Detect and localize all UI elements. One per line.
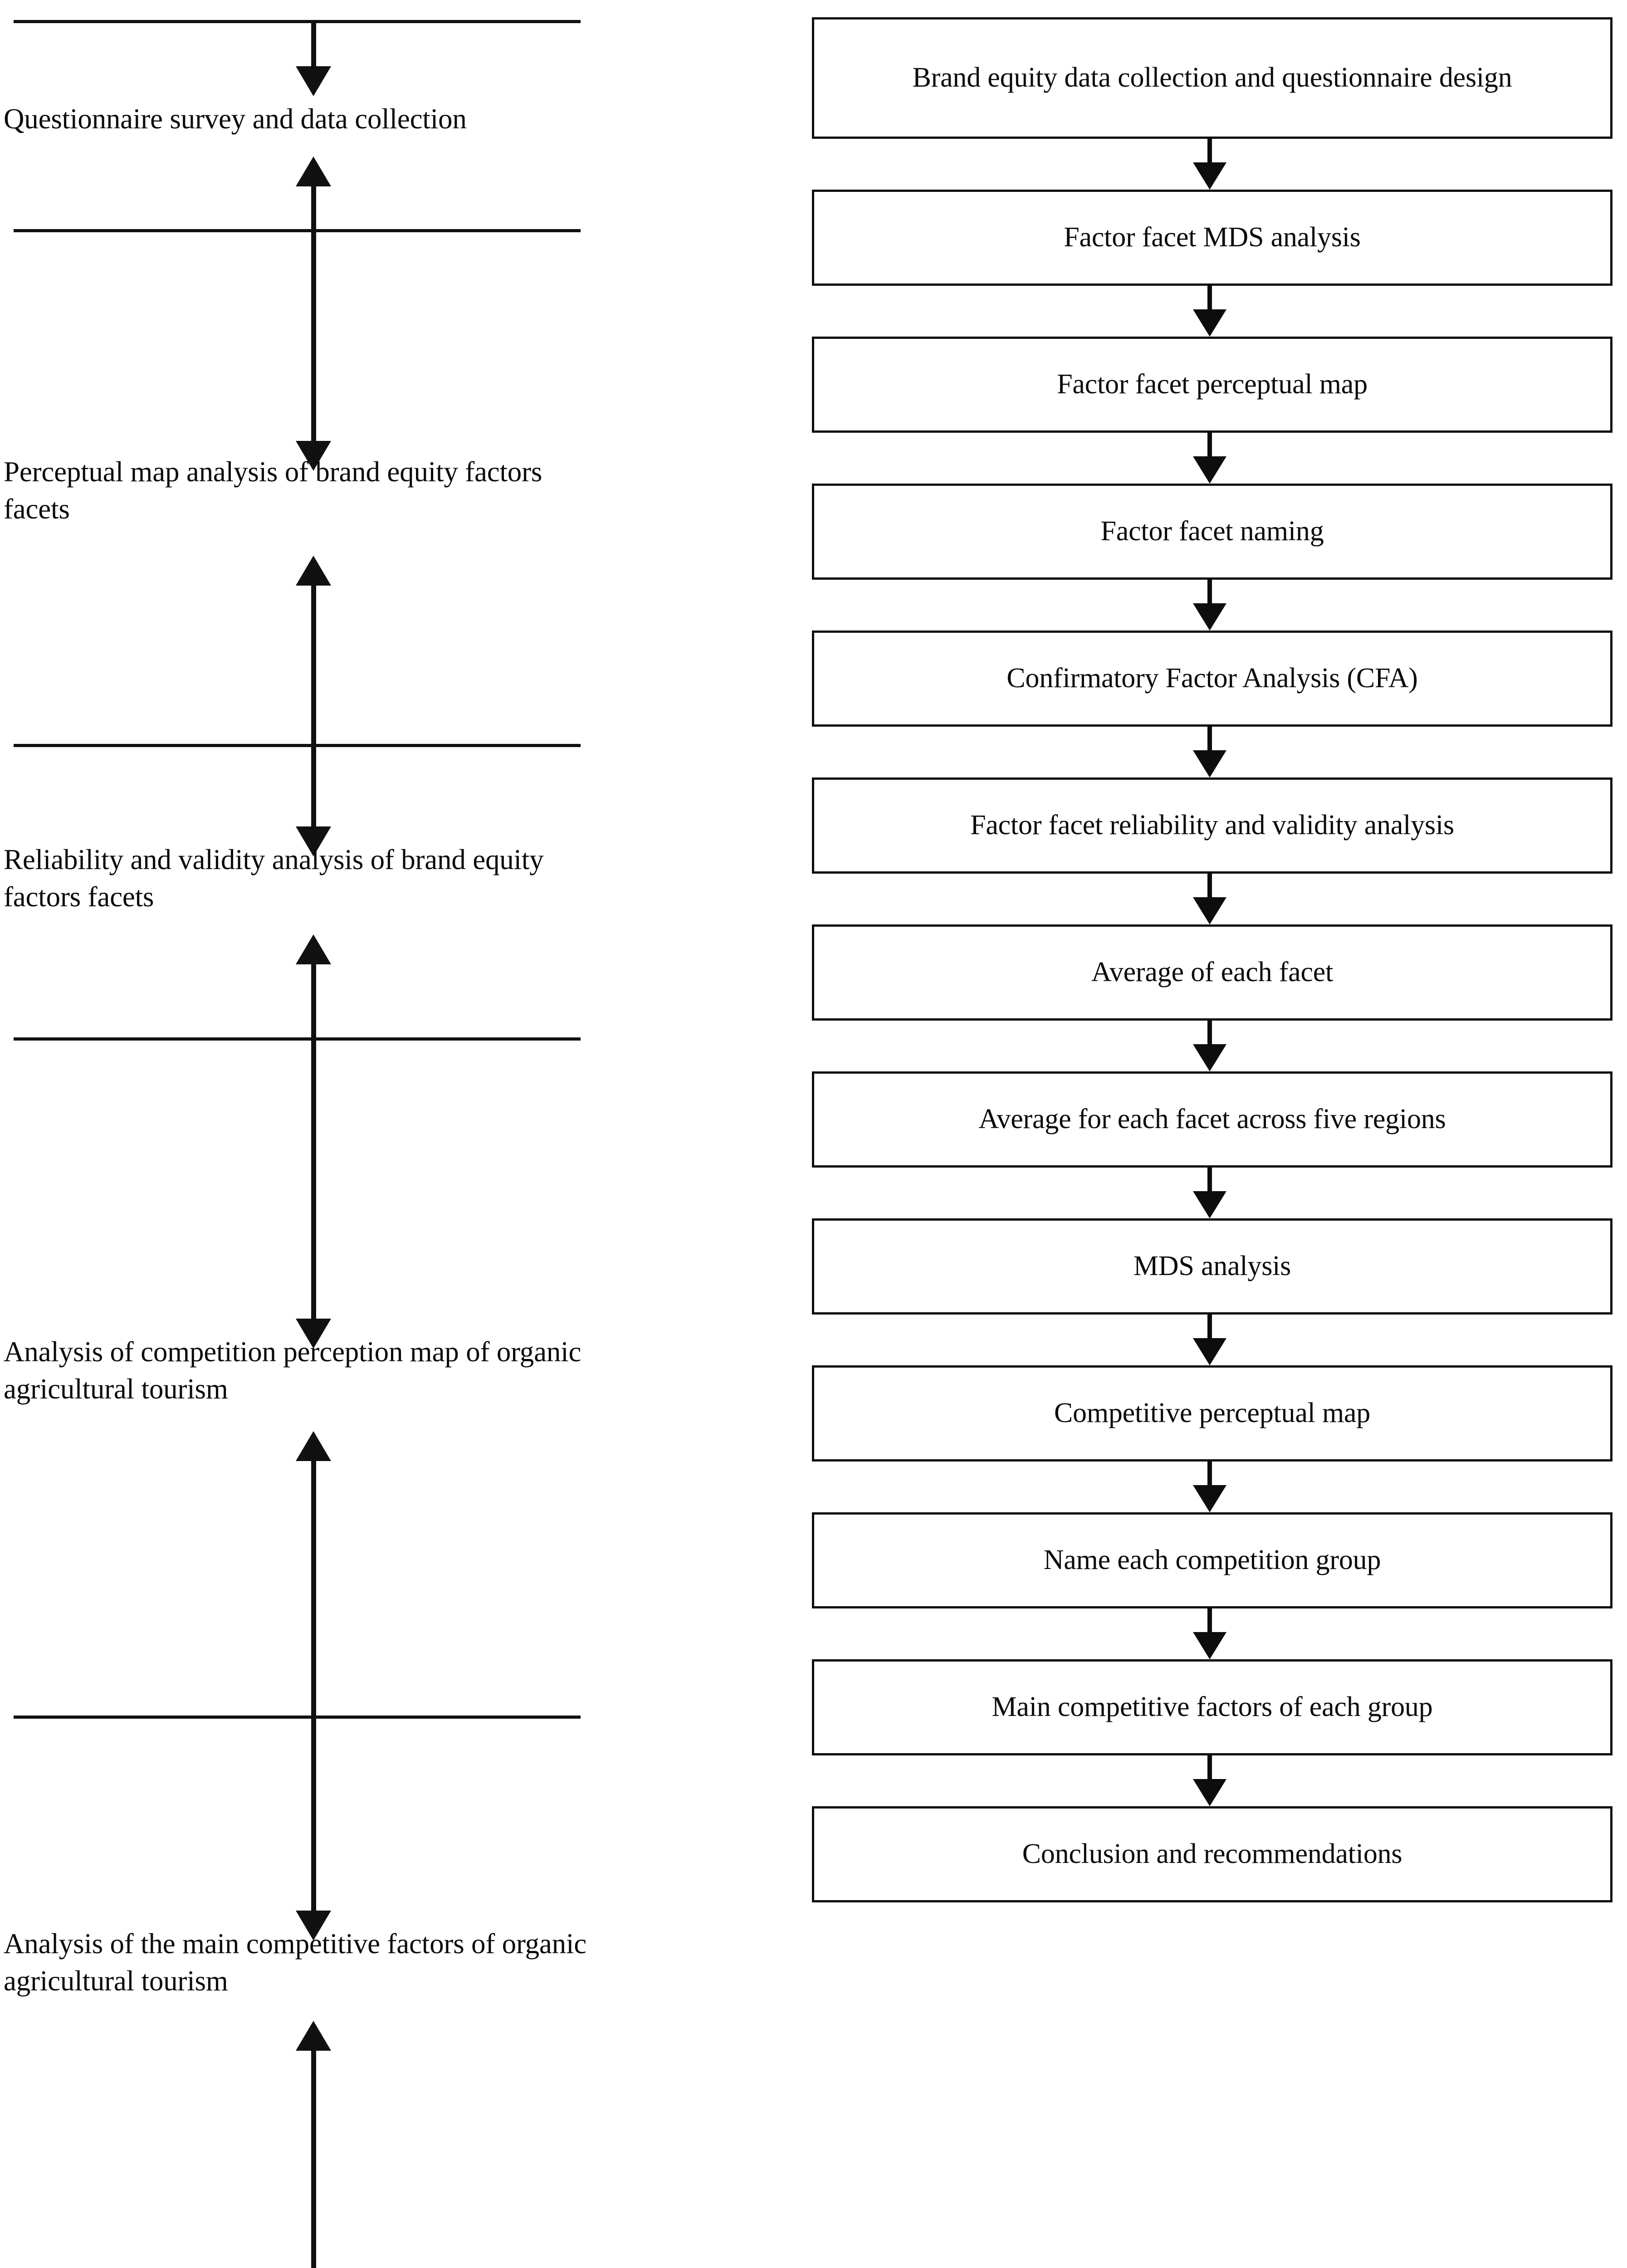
stage-arrow-shaft [311,1460,316,1913]
stage-arrow-head-down [296,66,331,96]
stage-arrow-shaft [311,2049,316,2268]
stage-arrow-head-down [296,826,331,856]
stage-arrow-shaft [311,584,316,829]
process-connector-shaft [1207,580,1212,612]
process-connector-arrowhead [1193,309,1226,337]
process-connector-shaft [1207,874,1212,906]
process-box-name-each-competition-group[interactable]: Name each competition group [812,1512,1612,1608]
process-box-confirmatory-factor-analysis[interactable]: Confirmatory Factor Analysis (CFA) [812,631,1612,727]
research-stages-column: Questionnaire survey and data collection… [0,0,635,2268]
stage-arrow-head-up [296,1431,331,1461]
process-steps-column: Brand equity data collection and questio… [812,0,1617,2268]
stage-divider-line [14,229,581,232]
process-box-competitive-perceptual-map[interactable]: Competitive perceptual map [812,1365,1612,1461]
process-connector-arrowhead [1193,1338,1226,1365]
process-connector-arrowhead [1193,1779,1226,1806]
stage-label-reliability-validity-analysis: Reliability and validity analysis of bra… [4,844,544,913]
process-connector-shaft [1207,286,1212,318]
process-connector-arrowhead [1193,750,1226,777]
process-box-label: Factor facet reliability and validity an… [970,810,1454,841]
stage-arrow-head-down [296,441,331,471]
stage-arrow-shaft [311,963,316,1321]
process-connector-arrowhead [1193,1044,1226,1071]
process-box-brand-equity-data-collection[interactable]: Brand equity data collection and questio… [812,17,1612,139]
process-connector-shaft [1207,1755,1212,1788]
process-connector-shaft [1207,1608,1212,1641]
stage-divider-line [14,1716,581,1719]
stage-label-questionnaire-survey: Questionnaire survey and data collection [4,103,467,135]
process-connector-shaft [1207,433,1212,465]
process-box-mds-analysis[interactable]: MDS analysis [812,1218,1612,1315]
process-box-label: MDS analysis [1133,1251,1291,1282]
process-connector-arrowhead [1193,162,1226,190]
stage-arrow-head-down [296,1319,331,1349]
stage-divider-line [14,744,581,747]
process-box-label: Average for each facet across five regio… [978,1104,1446,1135]
process-connector-arrowhead [1193,456,1226,484]
process-box-label: Confirmatory Factor Analysis (CFA) [1006,663,1418,694]
process-connector-shaft [1207,1168,1212,1200]
process-box-label: Average of each facet [1091,957,1334,988]
process-box-factor-facet-reliability-validity[interactable]: Factor facet reliability and validity an… [812,777,1612,874]
process-box-label: Conclusion and recommendations [1022,1838,1402,1870]
process-box-conclusion-and-recommendations[interactable]: Conclusion and recommendations [812,1806,1612,1902]
process-box-factor-facet-mds-analysis[interactable]: Factor facet MDS analysis [812,190,1612,286]
process-box-factor-facet-naming[interactable]: Factor facet naming [812,484,1612,580]
process-box-label: Competitive perceptual map [1054,1398,1371,1429]
stage-arrow-head-up [296,2021,331,2051]
stage-label-perceptual-map-analysis: Perceptual map analysis of brand equity … [4,456,542,525]
process-connector-shaft [1207,1021,1212,1053]
stage-arrow-shaft [311,20,316,70]
stage-arrow-head-up [296,156,331,186]
process-connector-arrowhead [1193,1191,1226,1218]
process-box-label: Factor facet MDS analysis [1064,222,1361,253]
process-connector-arrowhead [1193,1485,1226,1512]
process-box-label: Factor facet naming [1100,516,1324,547]
process-connector-shaft [1207,1461,1212,1494]
process-connector-shaft [1207,139,1212,171]
stage-arrow-head-up [296,556,331,586]
stage-arrow-head-down [296,1911,331,1941]
stage-arrow-head-up [296,934,331,964]
process-box-label: Main competitive factors of each group [992,1691,1433,1723]
process-box-main-competitive-factors-of-each-group[interactable]: Main competitive factors of each group [812,1659,1612,1755]
process-box-label: Factor facet perceptual map [1057,369,1368,400]
process-connector-arrowhead [1193,1632,1226,1659]
stage-label-main-competitive-factors: Analysis of the main competitive factors… [4,1928,587,1997]
stage-divider-line [14,20,581,23]
process-box-average-of-each-facet[interactable]: Average of each facet [812,924,1612,1021]
process-box-label: Name each competition group [1043,1545,1381,1576]
stage-divider-line [14,1037,581,1041]
process-box-factor-facet-perceptual-map[interactable]: Factor facet perceptual map [812,337,1612,433]
process-box-average-across-five-regions[interactable]: Average for each facet across five regio… [812,1071,1612,1168]
process-box-label: Brand equity data collection and questio… [912,62,1512,93]
process-connector-arrowhead [1193,603,1226,631]
process-connector-shaft [1207,1315,1212,1347]
stage-label-competition-perception-map: Analysis of competition perception map o… [4,1336,581,1405]
process-connector-arrowhead [1193,897,1226,924]
stage-arrow-shaft [311,185,316,444]
process-connector-shaft [1207,727,1212,759]
